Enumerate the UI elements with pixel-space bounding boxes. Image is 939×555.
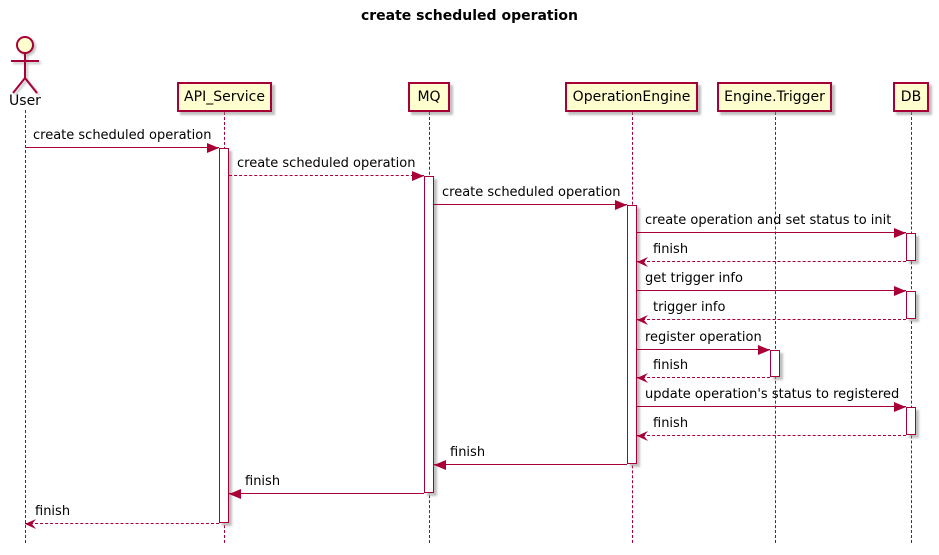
arrowhead-icon (25, 519, 36, 529)
lifeline-user (25, 110, 26, 543)
message-13: finish (229, 474, 424, 499)
message-label: get trigger info (645, 271, 743, 286)
message-14: finish (25, 504, 219, 529)
message-5: finish (637, 242, 906, 267)
message-line (637, 261, 906, 262)
message-line (637, 435, 906, 436)
actor-icon (11, 36, 39, 94)
lifeline-engine-trigger (775, 112, 776, 543)
participant-db: DB (893, 82, 929, 112)
lifeline-db (911, 112, 912, 543)
message-line (25, 147, 219, 148)
arrowhead-icon (637, 373, 648, 383)
message-line (637, 232, 906, 233)
message-line (25, 523, 219, 524)
message-line (434, 204, 627, 205)
message-6: get trigger info (637, 271, 906, 296)
message-label: create scheduled operation (33, 128, 212, 143)
message-2: create scheduled operation (229, 156, 424, 181)
message-line (637, 319, 906, 320)
message-line (637, 349, 770, 350)
participant-engine-trigger: Engine.Trigger (717, 82, 832, 112)
arrowhead-icon (637, 257, 648, 267)
arrowhead-icon (434, 460, 446, 470)
participant-api-service: API_Service (177, 82, 272, 112)
arrowhead-icon (412, 171, 424, 181)
message-line (434, 464, 627, 465)
message-8: register operation (637, 330, 770, 355)
message-7: trigger info (637, 300, 906, 325)
arrowhead-icon (637, 315, 648, 325)
activation-db-1 (906, 233, 916, 261)
activation-db-2 (906, 291, 916, 319)
message-label: finish (450, 445, 486, 460)
message-9: finish (637, 358, 770, 383)
activation-operation-engine (627, 205, 637, 464)
activation-mq (424, 176, 434, 493)
arrowhead-icon (758, 345, 770, 355)
message-10: update operation's status to registered (637, 387, 906, 412)
message-11: finish (637, 416, 906, 441)
message-line (637, 290, 906, 291)
message-line (229, 493, 424, 494)
arrowhead-icon (207, 143, 219, 153)
arrowhead-icon (229, 489, 241, 499)
message-label: finish (245, 474, 281, 489)
message-label: finish (653, 358, 689, 373)
message-label: finish (653, 416, 689, 431)
message-label: update operation's status to registered (645, 387, 900, 402)
message-label: trigger info (653, 300, 726, 315)
activation-api-service (219, 148, 229, 523)
arrowhead-icon (894, 228, 906, 238)
diagram-title: create scheduled operation (360, 8, 579, 24)
message-label: create operation and set status to init (645, 213, 892, 228)
message-line (229, 175, 424, 176)
message-label: create scheduled operation (442, 185, 621, 200)
arrowhead-icon (894, 402, 906, 412)
participant-operation-engine: OperationEngine (565, 82, 698, 112)
participant-mq: MQ (408, 82, 450, 112)
message-3: create scheduled operation (434, 185, 627, 210)
message-4: create operation and set status to init (637, 213, 906, 238)
message-line (637, 406, 906, 407)
actor-user-label: User (9, 93, 41, 109)
arrowhead-icon (637, 431, 648, 441)
message-label: create scheduled operation (237, 156, 416, 171)
message-1: create scheduled operation (25, 128, 219, 153)
message-line (637, 377, 770, 378)
arrowhead-icon (615, 200, 627, 210)
message-12: finish (434, 445, 627, 470)
message-label: finish (653, 242, 689, 257)
arrowhead-icon (894, 286, 906, 296)
activation-db-3 (906, 407, 916, 435)
message-label: finish (35, 504, 71, 519)
activation-engine-trigger (770, 350, 780, 377)
message-label: register operation (645, 330, 762, 345)
